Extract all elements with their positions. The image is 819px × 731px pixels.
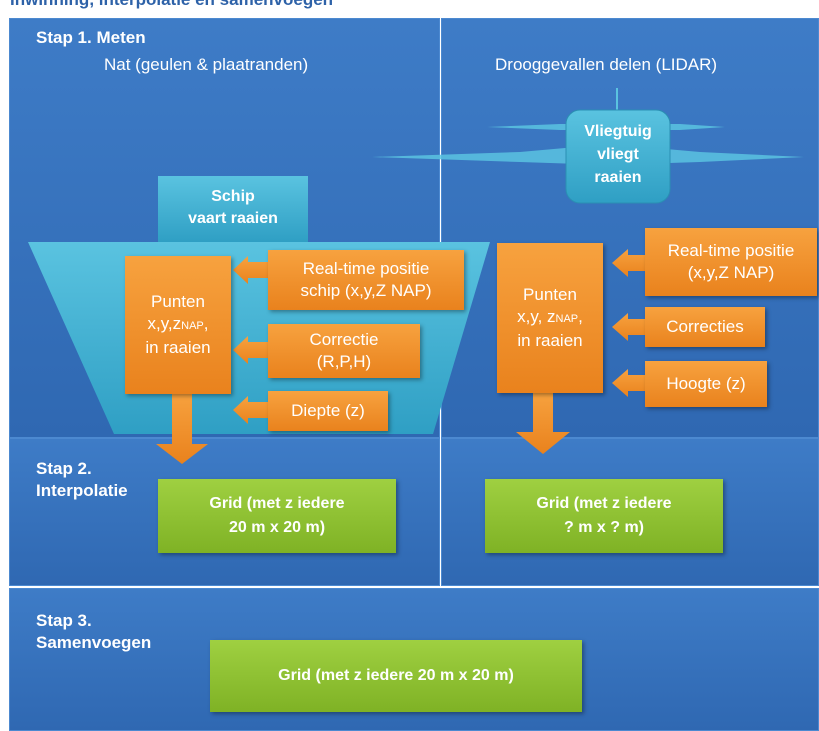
- merged-grid-box: Grid (met z iedere 20 m x 20 m): [210, 640, 582, 712]
- right-arrow-3: [612, 369, 645, 397]
- left-arrow-1: [233, 256, 268, 284]
- left-grid-box: Grid (met z iedere 20 m x 20 m): [158, 479, 396, 553]
- ship-label: Schip vaart raaien: [188, 188, 278, 227]
- left-down-arrow: [156, 392, 208, 464]
- right-points-box: Punten x,y, zNAP, in raaien: [497, 243, 603, 393]
- step1-title: Stap 1. Meten: [36, 28, 146, 47]
- right-input-height: Hoogte (z): [645, 361, 767, 407]
- right-grid-box: Grid (met z iedere ? m x ? m): [485, 479, 723, 553]
- left-points-box: Punten x,y,zNAP, in raaien: [125, 256, 231, 394]
- right-input-corrections: Correcties: [645, 307, 765, 347]
- right-down-arrow: [516, 392, 570, 454]
- left-arrow-3: [233, 396, 268, 424]
- left-input-correction: Correctie (R,P,H): [268, 324, 420, 378]
- right-arrow-1: [612, 249, 645, 277]
- left-input-realtime-position: Real-time positie schip (x,y,Z NAP): [268, 250, 464, 310]
- airplane-icon: [372, 88, 804, 204]
- step1-right-heading: Drooggevallen delen (LIDAR): [495, 55, 718, 74]
- left-input-depth: Diepte (z): [268, 391, 388, 431]
- step2-title: Stap 2. Interpolatie: [36, 459, 128, 500]
- step3-title: Stap 3. Samenvoegen: [36, 611, 152, 652]
- step1-left-heading: Nat (geulen & plaatranden): [104, 55, 309, 74]
- right-arrow-2: [612, 313, 645, 341]
- left-arrow-2: [233, 336, 268, 364]
- right-input-realtime-position: Real-time positie (x,y,Z NAP): [645, 228, 817, 296]
- plane-label: Vliegtuig vliegt raaien: [584, 123, 652, 186]
- top-title-clipped: Inwinning, interpolatie en samenvoegen: [10, 0, 333, 10]
